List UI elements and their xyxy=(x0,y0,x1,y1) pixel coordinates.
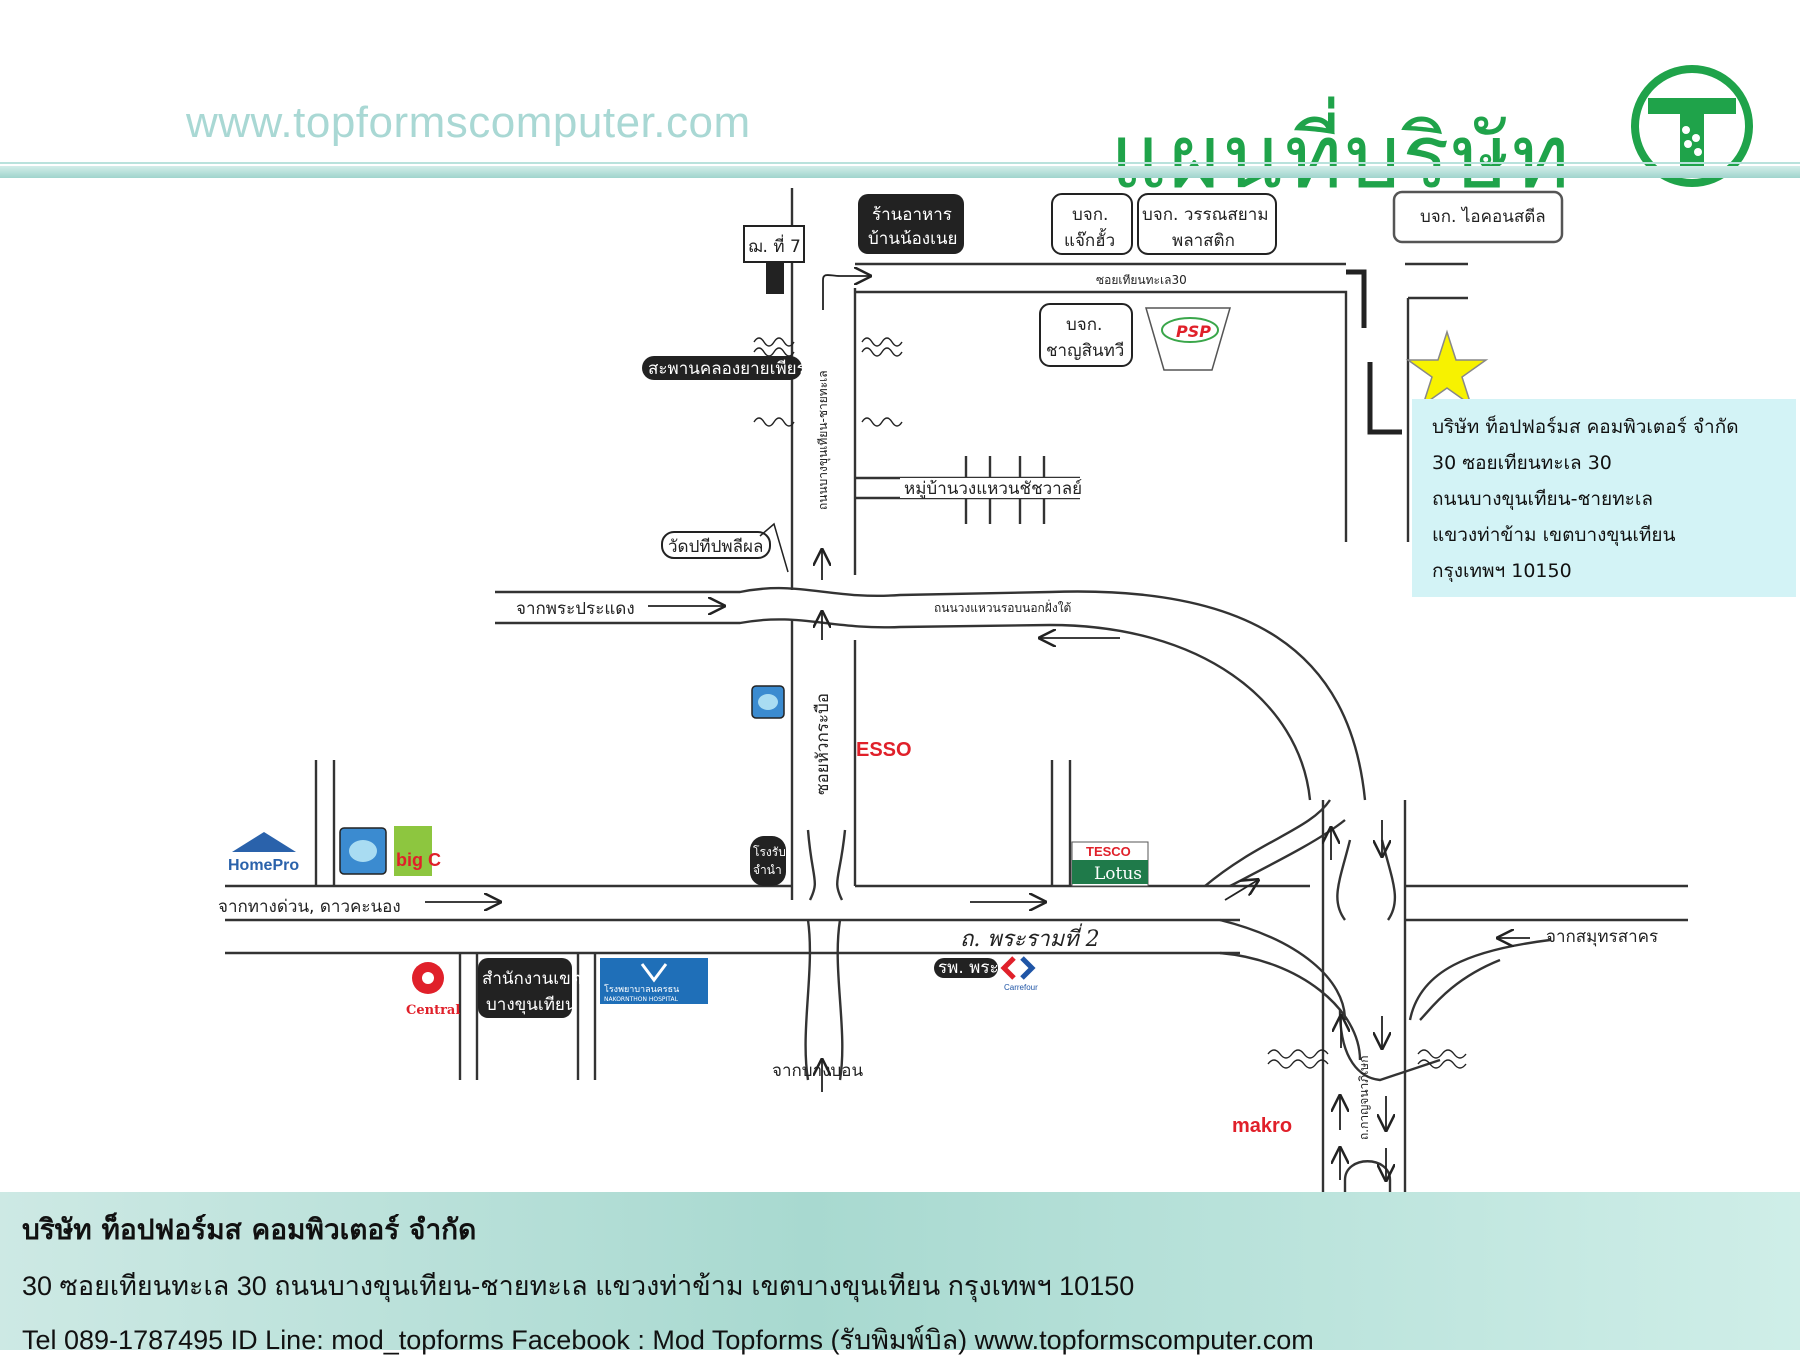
from-bang-bon-label: จากบางบอน xyxy=(772,1061,863,1081)
route-arrow-2 xyxy=(1367,362,1402,435)
footer-contact[interactable]: Tel 089-1787495 ID Line: mod_topforms Fa… xyxy=(22,1325,1314,1355)
lotus-label: Lotus xyxy=(1094,864,1142,884)
road-kanchanaphisek-label: ถ.กาญจนาภิเษก xyxy=(1357,1056,1371,1140)
jaekhua-label-1: บจก. xyxy=(1072,205,1108,225)
bank-logo-inner xyxy=(758,694,778,710)
footer-address: 30 ซอยเทียนทะเล 30 ถนนบางขุนเทียน-ชายทะเ… xyxy=(22,1271,1135,1301)
bridge-label: สะพานคลองยายเพียร xyxy=(648,359,806,379)
lotus-bg xyxy=(1072,860,1148,884)
jaekhua-marker xyxy=(1051,193,1133,255)
central-logo-icon xyxy=(412,962,444,994)
from-samut-sakhon-label: จากสมุทรสาคร xyxy=(1546,927,1658,947)
restaurant-marker xyxy=(858,194,964,254)
restaurant-label-1: ร้านอาหาร xyxy=(872,205,952,225)
nakornthon-label: โรงพยาบาลนครธน xyxy=(604,984,679,995)
footer-company: บริษัท ท็อปฟอร์มส คอมพิวเตอร์ จำกัด xyxy=(22,1213,477,1246)
carrefour-label: Carrefour xyxy=(1004,983,1038,992)
rama2-label: ถ. พระรามที่ 2 xyxy=(960,923,1100,952)
pawnshop-label-2: จำนำ xyxy=(753,863,782,877)
soi-huakrabue-label: ซอยหัวกระบือ xyxy=(813,693,833,795)
carrefour-logo-icon-2 xyxy=(1020,956,1036,980)
esso-label: ESSO xyxy=(856,739,912,761)
chansinthavee-marker xyxy=(1039,303,1133,367)
wannasiam-label-2: พลาสติก xyxy=(1172,231,1235,251)
from-pracha-daeng-label: จากพระประแดง xyxy=(516,599,635,619)
iconsteel-label: บจก. ไอคอนสตีล xyxy=(1420,206,1546,227)
company-logo-icon xyxy=(1631,65,1753,187)
footer xyxy=(0,1192,1800,1350)
rama2-hospital-marker xyxy=(934,958,998,978)
address-line-2: 30 ซอยเทียนทะเล 30 xyxy=(1432,452,1612,474)
address-line-4: แขวงท่าข้าม เขตบางขุนเทียน xyxy=(1432,524,1676,546)
roads xyxy=(225,188,1688,1192)
homepro-label: HomePro xyxy=(228,857,299,874)
jaekhua-label-2: แจ๊กฮั้ว xyxy=(1064,228,1115,251)
carrefour-logo-icon xyxy=(1000,956,1016,980)
makro-label: makro xyxy=(1232,1115,1292,1137)
wat-label: วัดปทีปพลีผล xyxy=(668,537,763,557)
nakornthon-en-label: NAKORNTHON HOSPITAL xyxy=(604,996,679,1003)
location-map: ร้านอาหาร บ้านน้องเนย ฌ. ที่ 7 บจก. แจ๊ก… xyxy=(218,188,1688,1192)
psp-logo-icon xyxy=(1161,317,1219,343)
village-bg xyxy=(900,478,1080,498)
wannasiam-marker xyxy=(1137,193,1277,255)
soi7-post xyxy=(766,262,784,294)
psp-label: PSP xyxy=(1176,322,1211,341)
chansinthavee-label-1: บจก. xyxy=(1066,315,1102,335)
bank2-logo-inner xyxy=(349,840,377,862)
soi7-label: ฌ. ที่ 7 xyxy=(748,234,801,257)
iconsteel-marker xyxy=(1392,190,1564,244)
address-box xyxy=(1412,399,1796,597)
homepro-roof-icon xyxy=(232,832,296,852)
chansinthavee-label-2: ชาญสินทวี xyxy=(1046,341,1124,361)
ring-road-label: ถนนวงแหวนรอบนอกฝั่งใต้ xyxy=(934,599,1071,615)
rama2-bg xyxy=(954,924,1094,950)
address-line-5: กรุงเทพฯ 10150 xyxy=(1432,560,1572,582)
address-line-3: ถนนบางขุนเทียน-ชายทะเล xyxy=(1432,488,1654,510)
header-url[interactable]: www.topformscomputer.com xyxy=(186,98,751,147)
soi-thian-thale-label: ซอยเทียนทะเล30 xyxy=(1096,273,1187,287)
rama2-hospital-label: รพ. พระราม 2 xyxy=(938,958,1045,978)
header-rule xyxy=(0,162,1800,164)
company-location-star-icon xyxy=(1405,329,1489,407)
district-office-marker xyxy=(478,958,572,1018)
pawnshop-marker xyxy=(750,836,786,886)
direction-arrows xyxy=(425,275,1530,1180)
bigc-logo-icon xyxy=(394,826,432,876)
bridge-marker xyxy=(642,356,802,380)
district-office-label-1: สำนักงานเขต xyxy=(482,969,582,989)
tesco-label: TESCO xyxy=(1086,844,1131,859)
wat-flag-icon xyxy=(759,522,789,573)
route-arrow-1 xyxy=(1346,269,1367,328)
wat-marker xyxy=(661,531,771,559)
from-expressway-label: จากทางด่วน, ดาวคะนอง xyxy=(218,897,401,917)
address-line-1: บริษัท ท็อปฟอร์มส คอมพิวเตอร์ จำกัด xyxy=(1432,416,1739,438)
central-label: Central xyxy=(406,1003,460,1018)
village-label: หมู่บ้านวงแหวนชัชวาลย์ xyxy=(904,479,1082,499)
district-office-label-2: บางขุนเทียน xyxy=(486,995,577,1015)
nakornthon-logo-icon xyxy=(640,963,668,983)
pawnshop-label-1: โรงรับ xyxy=(753,845,786,859)
header-band xyxy=(0,166,1800,178)
canal-symbols xyxy=(753,337,1467,1069)
restaurant-label-2: บ้านน้องเนย xyxy=(868,229,957,249)
wannasiam-label-1: บจก. วรรณสยาม xyxy=(1142,205,1269,225)
bigc-label: big C xyxy=(396,850,441,870)
road-bangkhun-label: ถนนบางขุนเทียน-ชายทะเล xyxy=(816,370,831,510)
